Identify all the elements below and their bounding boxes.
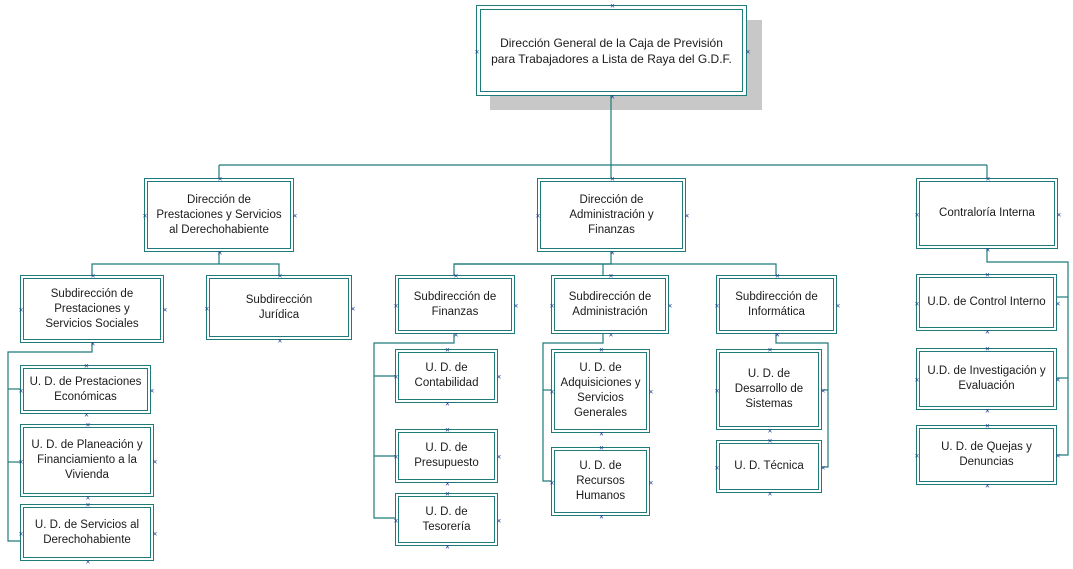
node-director-general[interactable]: Dirección General de la Caja de Previsió…	[475, 2, 751, 101]
node-ud-servicios-derechohabiente[interactable]: U. D. de Servicios al Derechohabiente ××…	[19, 501, 158, 566]
node-label: Subdirección de Administración	[568, 290, 652, 318]
connector-contraloria-down	[986, 249, 1069, 456]
node-ud-tesoreria[interactable]: U. D. de Tesorería ××××	[394, 490, 502, 551]
node-label: U. D. de Servicios al Derechohabiente	[34, 518, 140, 546]
node-ud-control-interno[interactable]: U.D. de Control Interno ××××	[915, 271, 1061, 336]
node-dir-prestaciones[interactable]: Dirección de Prestaciones y Servicios al…	[143, 175, 298, 257]
connector-prestaciones-down	[91, 252, 220, 275]
node-label: U. D. de Prestaciones Económicas	[29, 375, 142, 403]
node-ud-planeacion[interactable]: U. D. de Planeación y Financiamiento a l…	[19, 421, 158, 502]
node-label: Subdirección de Informática	[735, 290, 818, 318]
node-label: U. D. de Contabilidad	[414, 362, 479, 389]
node-ud-contabilidad[interactable]: U. D. de Contabilidad ××××	[394, 346, 502, 408]
node-label: Dirección General de la Caja de Previsió…	[491, 35, 732, 66]
connector-subprest-down	[7, 343, 93, 542]
node-ud-recursos-humanos[interactable]: U. D. de Recursos Humanos ××××	[550, 444, 654, 521]
node-label: U. D. de Recursos Humanos	[575, 460, 626, 502]
node-label: U.D. de Investigación y Evaluación	[927, 365, 1046, 392]
node-ud-prestaciones-economicas[interactable]: U. D. de Prestaciones Económicas ××××	[19, 362, 155, 419]
node-ud-presupuesto[interactable]: U. D. de Presupuesto ××××	[394, 426, 502, 488]
node-ud-adquisiciones[interactable]: U. D. de Adquisiciones y Servicios Gener…	[550, 346, 654, 438]
node-sub-prestaciones[interactable]: Subdirección de Prestaciones y Servicios…	[19, 272, 168, 348]
node-label: Dirección de Administración y Finanzas	[569, 193, 654, 236]
node-sub-informatica[interactable]: Subdirección de Informática ××××	[715, 272, 841, 339]
node-ud-tecnica[interactable]: U. D. Técnica ××××	[715, 437, 826, 498]
node-ud-investigacion[interactable]: U.D. de Investigación y Evaluación ××××	[915, 345, 1061, 415]
node-label: U. D. de Tesorería	[422, 505, 471, 533]
connector-admin-bar	[454, 263, 777, 275]
node-dir-administracion[interactable]: Dirección de Administración y Finanzas ×…	[536, 175, 690, 257]
node-sub-administracion[interactable]: Subdirección de Administración ××××	[550, 272, 673, 339]
node-label: Subdirección de Prestaciones y Servicios…	[45, 287, 139, 330]
node-ud-quejas[interactable]: U. D. de Quejas y Denuncias ××××	[915, 422, 1061, 490]
node-label: U. D. Técnica	[734, 460, 804, 472]
node-label: U. D. de Quejas y Denuncias	[941, 441, 1032, 468]
node-label: U. D. de Adquisiciones y Servicios Gener…	[560, 362, 641, 419]
node-label: U. D. de Presupuesto	[414, 442, 479, 469]
node-contraloria[interactable]: Contraloría Interna ××××	[915, 175, 1062, 254]
connector-subadm-down	[542, 334, 604, 482]
node-label: U. D. de Planeación y Financiamiento a l…	[31, 439, 143, 481]
connector-subinf-down	[775, 334, 829, 468]
node-label: Subdirección de Finanzas	[413, 290, 497, 318]
connector-to-juridica	[219, 263, 280, 275]
connector-subfin-down	[373, 334, 455, 519]
node-label: U.D. de Control Interno	[927, 296, 1046, 308]
node-label: Subdirección Jurídica	[245, 293, 313, 321]
node-sub-juridica[interactable]: Subdirección Jurídica ××××	[205, 272, 356, 345]
node-label: Dirección de Prestaciones y Servicios al…	[156, 193, 282, 236]
node-ud-desarrollo-sistemas[interactable]: U. D. de Desarrollo de Sistemas ××××	[715, 346, 826, 435]
node-sub-finanzas[interactable]: Subdirección de Finanzas ××××	[394, 272, 519, 339]
node-label: Contraloría Interna	[939, 207, 1035, 219]
node-label: U. D. de Desarrollo de Sistemas	[734, 368, 804, 410]
